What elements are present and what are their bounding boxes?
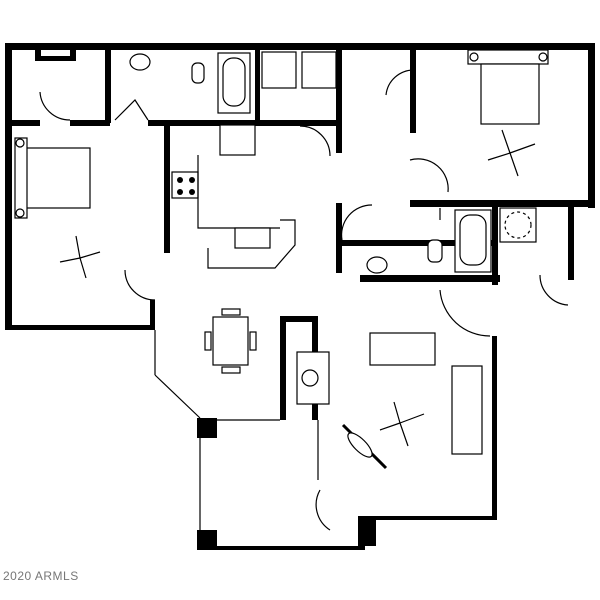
bedroom-2-bed <box>467 49 549 125</box>
bathroom-2 <box>366 207 537 274</box>
walls <box>5 43 595 550</box>
bedroom-1-bed <box>14 137 91 219</box>
laundry <box>261 51 337 89</box>
living-room <box>296 332 483 470</box>
windows <box>154 208 441 530</box>
bathroom-1 <box>129 52 251 114</box>
ceiling-fan-icon <box>487 129 536 177</box>
ceiling-fan-icon <box>59 235 101 279</box>
doors <box>39 69 569 531</box>
dining-table <box>204 308 257 374</box>
watermark: 2020 ARMLS <box>3 569 79 583</box>
kitchen <box>171 124 296 269</box>
